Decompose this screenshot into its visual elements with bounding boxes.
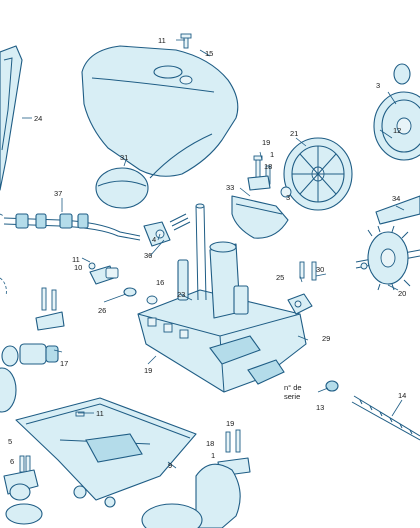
callout-3: 3 xyxy=(376,81,380,90)
callout-13: 13 xyxy=(316,403,324,412)
callout-9: 9 xyxy=(168,461,172,470)
callout-serial-1: n° de xyxy=(284,383,302,392)
callout-21: 21 xyxy=(290,129,298,138)
callout-30: 30 xyxy=(316,265,324,274)
callout-12: 12 xyxy=(393,126,401,135)
part-drive-roller xyxy=(355,225,420,291)
callout-10: 10 xyxy=(74,263,82,272)
callout-33: 33 xyxy=(226,183,234,192)
callout-36: 36 xyxy=(144,251,152,260)
callout-20: 20 xyxy=(398,289,406,298)
callout-5: 5 xyxy=(8,437,12,446)
callout-18: 18 xyxy=(264,162,272,171)
part-wheel-right xyxy=(373,91,420,161)
part-half-disc xyxy=(231,195,289,239)
part-float xyxy=(95,167,149,209)
part-long-shaft xyxy=(353,395,420,437)
part-large-wheel xyxy=(283,137,353,211)
callout-4: 4 xyxy=(152,235,156,244)
callout-26: 26 xyxy=(98,306,106,315)
callout-16: 16 xyxy=(156,278,164,287)
callout-19: 19 xyxy=(226,419,234,428)
callout-serial-2: serie xyxy=(284,392,300,401)
callout-29: 29 xyxy=(322,334,330,343)
part-top-cover xyxy=(81,45,239,177)
callout-17: 17 xyxy=(60,359,68,368)
callout-1: 1 xyxy=(270,150,274,159)
part-side-panel xyxy=(0,45,23,191)
callout-34: 34 xyxy=(392,194,400,203)
callout-18: 18 xyxy=(206,439,214,448)
part-washer xyxy=(325,380,339,392)
callout-23: 23 xyxy=(177,290,185,299)
callout-6: 6 xyxy=(10,457,14,466)
callout-19: 19 xyxy=(262,138,270,147)
callout-24: 24 xyxy=(34,114,42,123)
callout-15: 15 xyxy=(205,49,213,58)
callout-14: 14 xyxy=(398,391,406,400)
leader-lines xyxy=(22,39,405,469)
callout-11: 11 xyxy=(96,409,104,418)
callout-37: 37 xyxy=(54,189,62,198)
callout-labels: 11 15 24 3 12 19 1 18 21 31 33 3 34 37 4… xyxy=(8,36,406,470)
callout-25: 25 xyxy=(276,273,284,282)
callout-1: 1 xyxy=(211,451,215,460)
part-left-bearing xyxy=(1,287,65,367)
callout-11: 11 xyxy=(158,36,166,45)
callout-19: 19 xyxy=(144,366,152,375)
callout-11: 11 xyxy=(72,255,80,264)
callout-3: 3 xyxy=(286,193,290,202)
callout-31: 31 xyxy=(120,153,128,162)
